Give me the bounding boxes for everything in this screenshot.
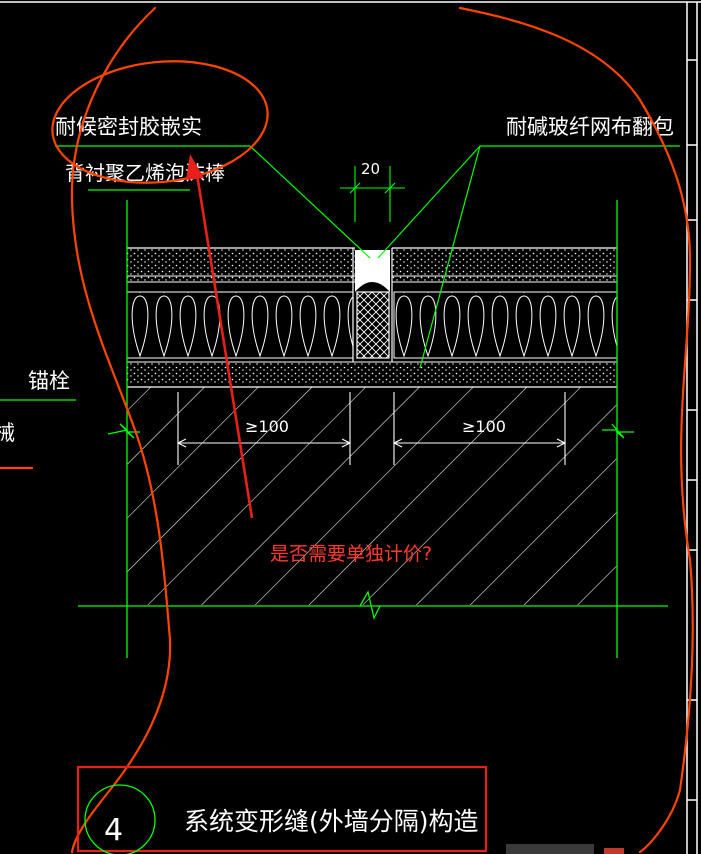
joint-width-dimension [340, 166, 405, 222]
markup-arrow [186, 154, 254, 519]
pricing-question-annotation: 是否需要单独计价? [270, 543, 432, 565]
sealant-label: 耐候密封胶嵌实 [55, 115, 202, 139]
outer-render-layer [127, 247, 617, 283]
green-outline-lines [78, 200, 668, 658]
adhesive-layer [127, 361, 617, 388]
markup-freehand-strokes [0, 6, 694, 854]
title-block [76, 765, 488, 854]
partial-left-label: 械 [0, 421, 15, 445]
anchor-spacing-right-value: ≥100 [462, 417, 506, 436]
anchor-spacing-dimensions [176, 392, 567, 465]
joint-width-value: 20 [361, 160, 380, 178]
detail-number: 4 [104, 813, 123, 848]
mesh-label: 耐碱玻纤网布翻包 [506, 115, 674, 139]
expansion-joint [352, 248, 393, 362]
wall-substrate-hatch [127, 387, 617, 605]
insulation-boards [126, 291, 618, 359]
anchor-label: 锚栓 [28, 369, 70, 393]
partial-taskbar-widget [506, 844, 624, 854]
leader-lines [0, 145, 680, 401]
anchor-spacing-left-value: ≥100 [245, 417, 289, 436]
detail-title: 系统变形缝(外墙分隔)构造 [184, 807, 479, 836]
detail-number-circle [84, 784, 156, 854]
